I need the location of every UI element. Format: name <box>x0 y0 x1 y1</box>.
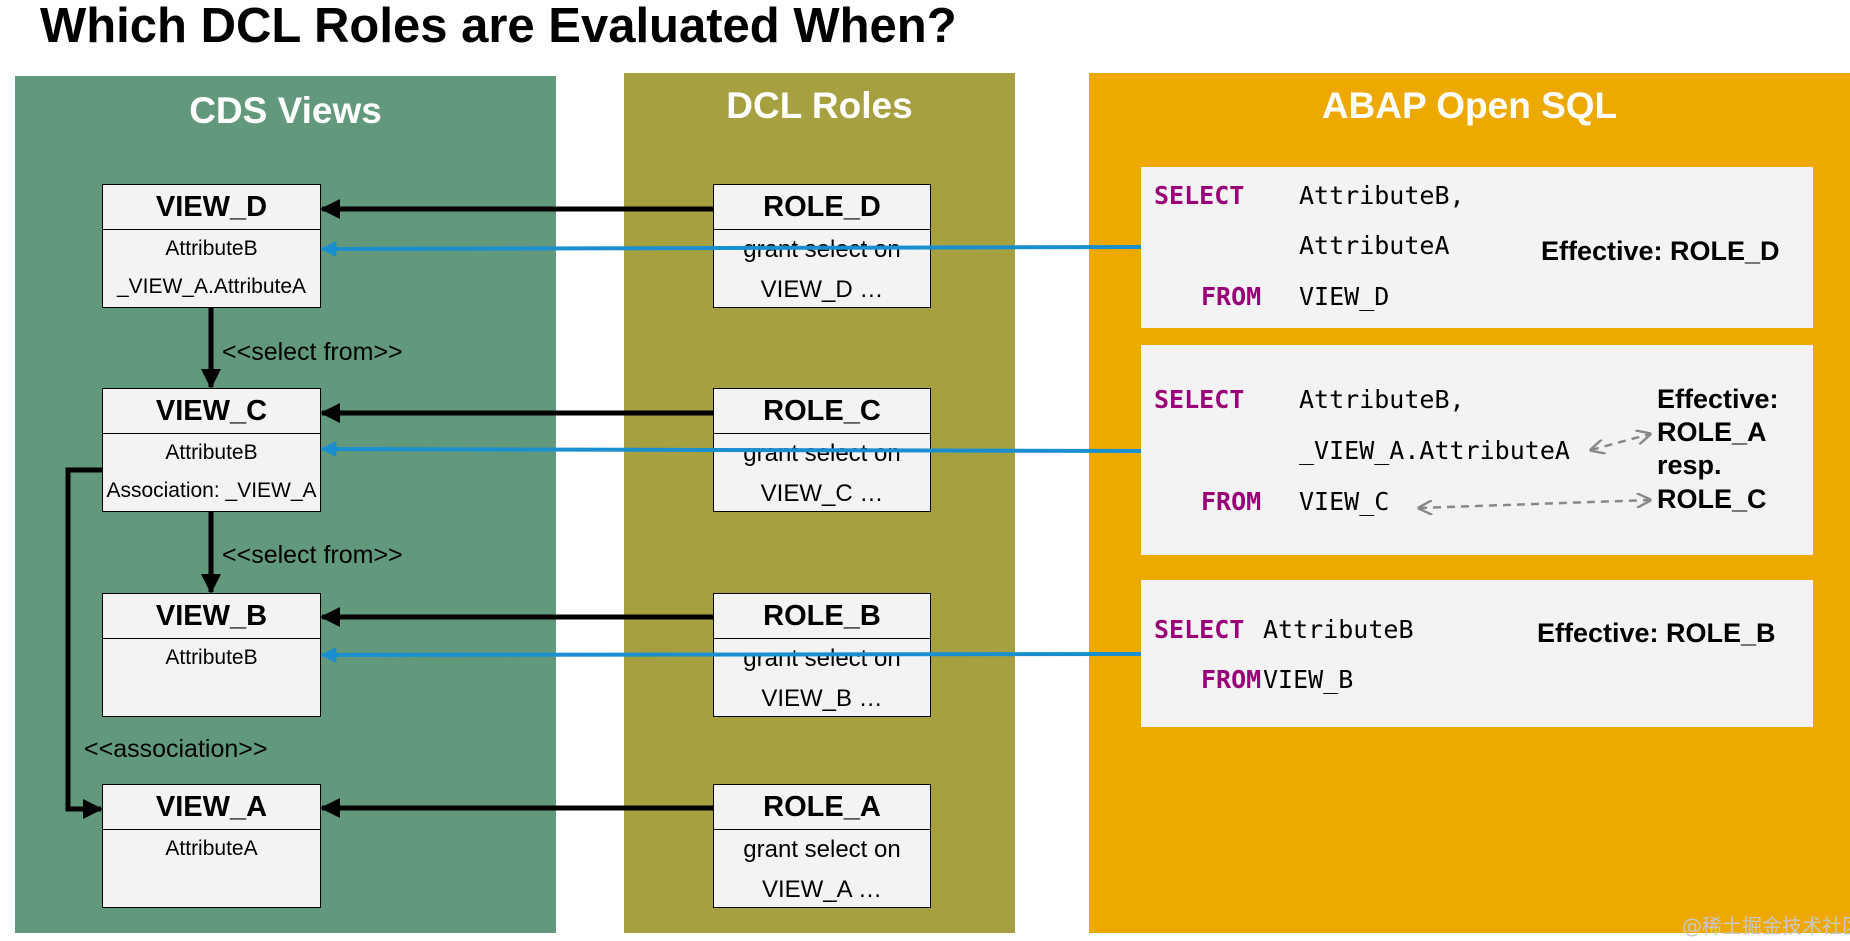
select-keyword: SELECT <box>1154 385 1245 414</box>
association-arrow <box>65 467 103 819</box>
select-field: AttributeA <box>1299 231 1450 260</box>
from-source: VIEW_C <box>1299 487 1390 516</box>
role-name: ROLE_C <box>714 389 930 434</box>
view-b-box: VIEW_B AttributeB <box>102 593 321 717</box>
from-keyword: FROM <box>1201 282 1262 311</box>
effective-role-dashed-arrow <box>1419 500 1650 508</box>
select-field: _VIEW_A.AttributeA <box>1299 436 1570 465</box>
dcl-roles-heading: DCL Roles <box>726 85 913 126</box>
role-a-box: ROLE_A grant select on VIEW_A … <box>713 784 931 908</box>
role-grant-text: grant select on <box>743 836 901 863</box>
select-field: AttributeB, <box>1299 385 1465 414</box>
effective-role-label: ROLE_C <box>1657 484 1767 514</box>
from-source: VIEW_D <box>1299 282 1390 311</box>
sql-query-view-c: SELECT AttributeB, _VIEW_A.AttributeA FR… <box>1141 345 1813 555</box>
view-c-box: VIEW_C AttributeB Association: _VIEW_A <box>102 388 321 512</box>
effective-role-dashed-arrow <box>1591 434 1650 450</box>
view-field: Association: _VIEW_A <box>106 479 317 502</box>
watermark-text: @稀土掘金技术社区 <box>1682 914 1850 938</box>
select-from-label: <<select from>> <box>222 541 403 569</box>
select-keyword: SELECT <box>1154 181 1245 210</box>
view-name: VIEW_D <box>103 185 320 230</box>
view-field: AttributeB <box>165 237 258 260</box>
view-field: AttributeA <box>165 837 258 860</box>
select-field: AttributeB, <box>1299 181 1465 210</box>
view-name: VIEW_B <box>103 594 320 639</box>
role-grant-target: VIEW_B … <box>761 685 883 712</box>
sql-query-view-d: SELECT AttributeB, AttributeA FROM VIEW_… <box>1141 167 1813 328</box>
cds-views-heading: CDS Views <box>189 90 382 131</box>
effective-role-label: Effective: ROLE_D <box>1541 236 1780 266</box>
view-name: VIEW_C <box>103 389 320 434</box>
from-source: VIEW_B <box>1263 665 1354 694</box>
sql-access-arrow <box>320 240 1142 257</box>
role-grant-target: VIEW_C … <box>760 480 884 507</box>
role-name: ROLE_B <box>714 594 930 639</box>
role-name: ROLE_D <box>714 185 930 230</box>
role-grant-text: grant select on <box>743 645 901 672</box>
from-keyword: FROM <box>1201 487 1262 516</box>
select-field: AttributeB <box>1263 615 1414 644</box>
sql-access-arrow <box>320 441 1142 458</box>
select-keyword: SELECT <box>1154 615 1245 644</box>
role-grant-target: VIEW_A … <box>761 876 883 903</box>
effective-role-label: resp. <box>1657 450 1722 480</box>
view-a-box: VIEW_A AttributeA <box>102 784 321 908</box>
view-name: VIEW_A <box>103 785 320 830</box>
sql-access-arrow <box>320 646 1142 663</box>
from-keyword: FROM <box>1201 665 1262 694</box>
view-field: _VIEW_A.AttributeA <box>116 275 307 298</box>
effective-role-label: ROLE_A <box>1657 417 1767 447</box>
abap-open-sql-heading: ABAP Open SQL <box>1321 85 1618 126</box>
role-name: ROLE_A <box>714 785 930 830</box>
effective-role-label: Effective: <box>1657 384 1779 414</box>
view-d-box: VIEW_D AttributeB _VIEW_A.AttributeA <box>102 184 321 308</box>
page-title: Which DCL Roles are Evaluated When? <box>40 0 957 53</box>
role-grant-text: grant select on <box>743 440 901 467</box>
association-label: <<association>> <box>84 735 268 763</box>
effective-role-label: Effective: ROLE_B <box>1537 618 1776 648</box>
role-grant-target: VIEW_D … <box>760 276 884 303</box>
sql-query-view-b: SELECT AttributeB FROM VIEW_B Effective:… <box>1141 580 1813 727</box>
view-field: AttributeB <box>165 441 258 464</box>
view-field: AttributeB <box>165 646 258 669</box>
select-from-label: <<select from>> <box>222 338 403 366</box>
